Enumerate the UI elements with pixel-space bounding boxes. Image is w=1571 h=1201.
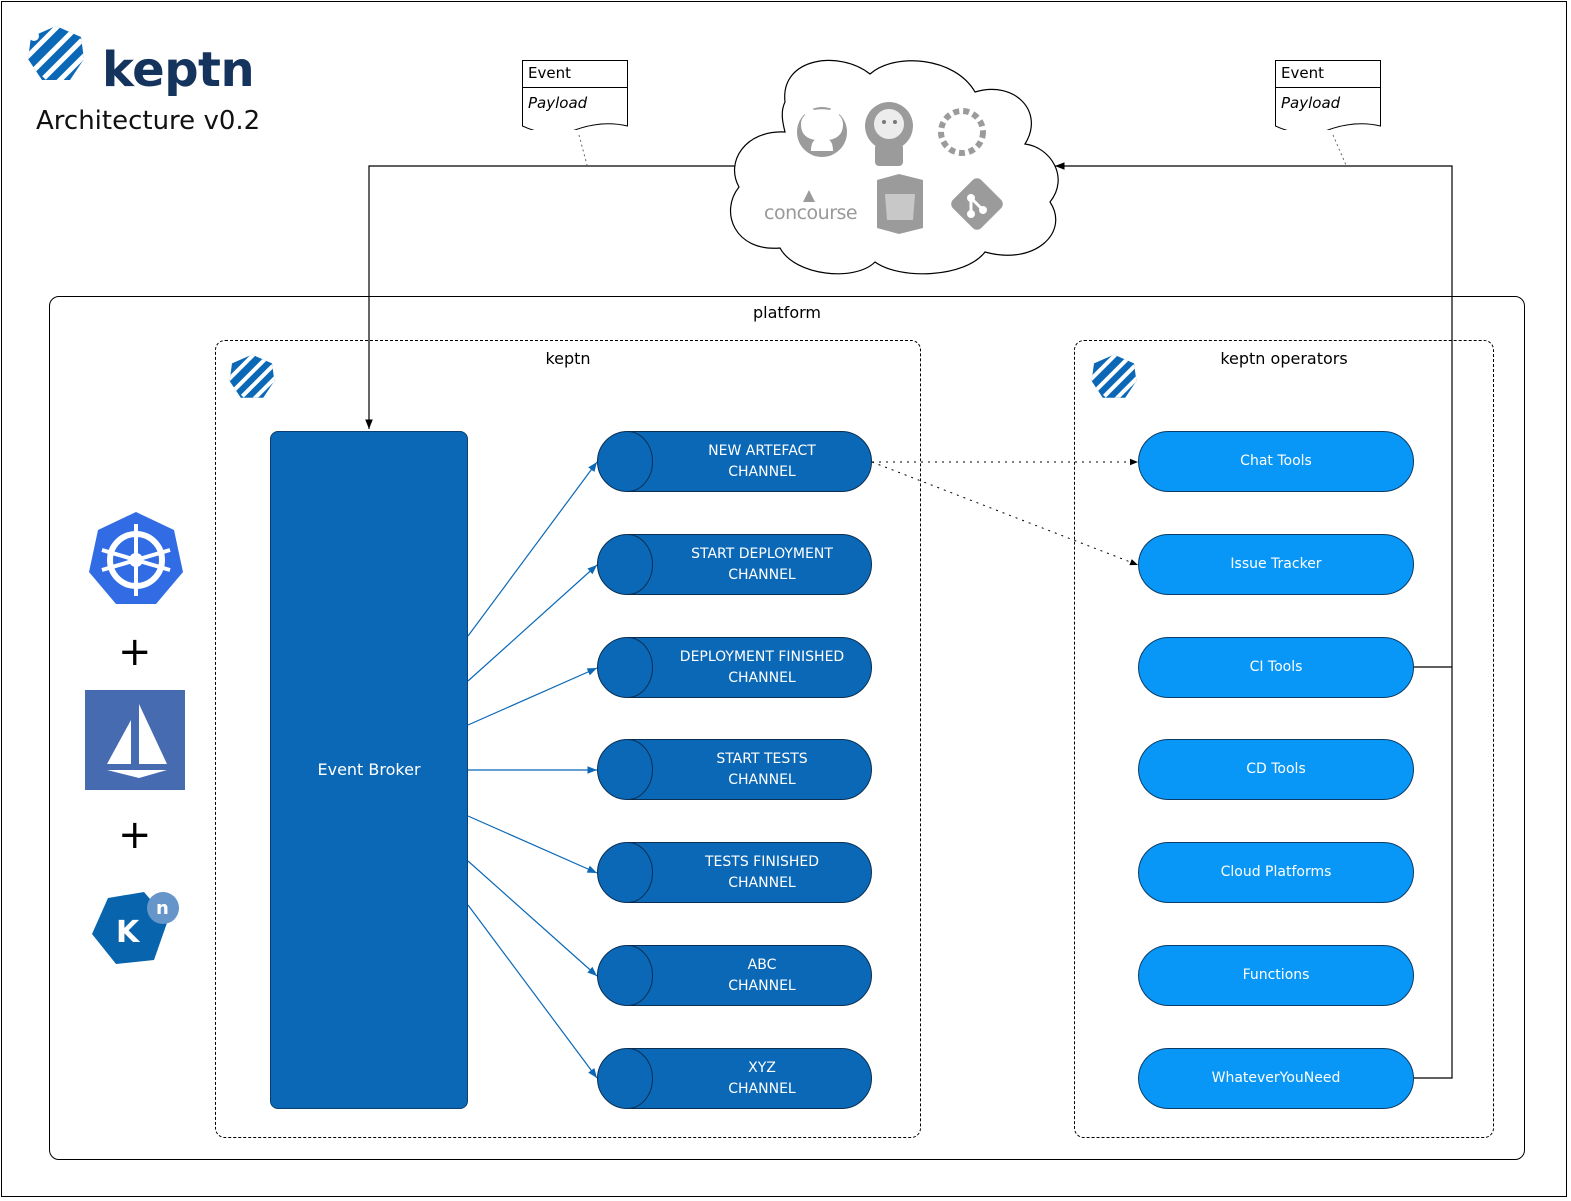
operator-cd-tools: CD Tools	[1138, 739, 1414, 800]
event-broker: Event Broker	[270, 431, 468, 1109]
channel-suffix: CHANNEL	[728, 566, 796, 583]
channel-title: NEW ARTEFACT	[708, 443, 816, 460]
operators-container: keptn operators	[1074, 340, 1494, 1138]
platform-label: platform	[753, 303, 821, 322]
channel-suffix: CHANNEL	[728, 977, 796, 994]
plus-sign: +	[118, 812, 152, 858]
operator-cloud-platforms: Cloud Platforms	[1138, 842, 1414, 903]
concourse-icon	[803, 190, 815, 202]
event-note-right: Event Payload	[1275, 60, 1381, 130]
operators-container-label: keptn operators	[1220, 349, 1348, 368]
svg-text:K: K	[116, 915, 141, 950]
channel-suffix: CHANNEL	[728, 771, 796, 788]
sync-cycle-icon	[938, 108, 986, 156]
platform-container: platform	[49, 296, 1525, 1160]
channel-title: DEPLOYMENT FINISHED	[679, 649, 845, 666]
channel-title: TESTS FINISHED	[705, 854, 819, 871]
channel-suffix: CHANNEL	[728, 874, 796, 891]
event-title: Event	[1281, 64, 1324, 82]
keptn-logo-icon	[1091, 354, 1137, 398]
channel-start-deployment: START DEPLOYMENT CHANNEL	[597, 534, 872, 595]
broker-to-channel-arrow	[467, 667, 598, 726]
channel-suffix: CHANNEL	[728, 669, 796, 686]
istio-icon	[85, 690, 185, 790]
broker-to-channel-arrow	[467, 860, 598, 977]
git-icon	[951, 178, 1003, 230]
event-note-left: Event Payload	[522, 60, 628, 130]
github-icon	[797, 106, 847, 157]
channel-suffix: CHANNEL	[728, 1080, 796, 1097]
channel-start-tests: START TESTS CHANNEL	[597, 739, 872, 800]
jenkins-icon	[865, 102, 913, 166]
knative-icon: K n	[92, 892, 179, 964]
channel-title: START DEPLOYMENT	[691, 546, 833, 563]
channel-tests-finished: TESTS FINISHED CHANNEL	[597, 842, 872, 903]
operator-issue-tracker: Issue Tracker	[1138, 534, 1414, 595]
channel-deployment-finished: DEPLOYMENT FINISHED CHANNEL	[597, 637, 872, 698]
channel-abc: ABC CHANNEL	[597, 945, 872, 1006]
event-title: Event	[528, 64, 571, 82]
event-note-shape	[1275, 60, 1381, 130]
channel-cylinder	[597, 945, 872, 1006]
channel-xyz: XYZ CHANNEL	[597, 1048, 872, 1109]
event-note-anchor-left	[578, 134, 588, 166]
event-payload: Payload	[528, 94, 588, 112]
operator-functions: Functions	[1138, 945, 1414, 1006]
keptn-container: keptn	[215, 340, 921, 1138]
tools-cloud	[729, 59, 1059, 275]
event-note-shape	[522, 60, 628, 130]
event-note-anchor-right	[1332, 134, 1347, 166]
broker-to-channel-arrow	[467, 815, 598, 874]
keptn-container-label: keptn	[545, 349, 591, 368]
concourse-label: concourse	[764, 202, 858, 224]
logo-wordmark: keptn	[102, 42, 255, 98]
channel-cylinder	[597, 534, 872, 595]
operator-ci-tools: CI Tools	[1138, 637, 1414, 698]
keptn-logo: keptn	[26, 24, 256, 94]
broker-to-channel-arrow	[467, 461, 598, 637]
channel-title: START TESTS	[716, 751, 808, 768]
channel-cylinder	[597, 1048, 872, 1109]
channel-title: ABC	[747, 957, 777, 974]
operator-whatever-you-need: WhateverYouNeed	[1138, 1048, 1414, 1109]
channel-cylinder	[597, 431, 872, 492]
keptn-logo-icon	[28, 26, 84, 80]
bitbucket-icon	[877, 174, 923, 234]
cloud-to-broker-connector	[365, 165, 740, 429]
operators-to-cloud-connector	[1055, 162, 1453, 1079]
channel-cylinder	[597, 637, 872, 698]
plus-sign: +	[118, 629, 152, 675]
keptn-logo-icon	[229, 354, 275, 398]
kubernetes-icon	[89, 512, 183, 604]
channel-suffix: CHANNEL	[728, 463, 796, 480]
operator-chat-tools: Chat Tools	[1138, 431, 1414, 492]
broker-to-channel-arrow	[467, 564, 598, 682]
channel-cylinder	[597, 739, 872, 800]
channel-new-artefact: NEW ARTEFACT CHANNEL	[597, 431, 872, 492]
diagram-subtitle: Architecture v0.2	[36, 106, 261, 136]
event-payload: Payload	[1281, 94, 1341, 112]
channel-cylinder	[597, 842, 872, 903]
svg-text:n: n	[156, 898, 169, 919]
broker-to-channel-arrow	[467, 904, 598, 1079]
channel-title: XYZ	[748, 1060, 776, 1077]
event-broker-label: Event Broker	[317, 760, 421, 780]
